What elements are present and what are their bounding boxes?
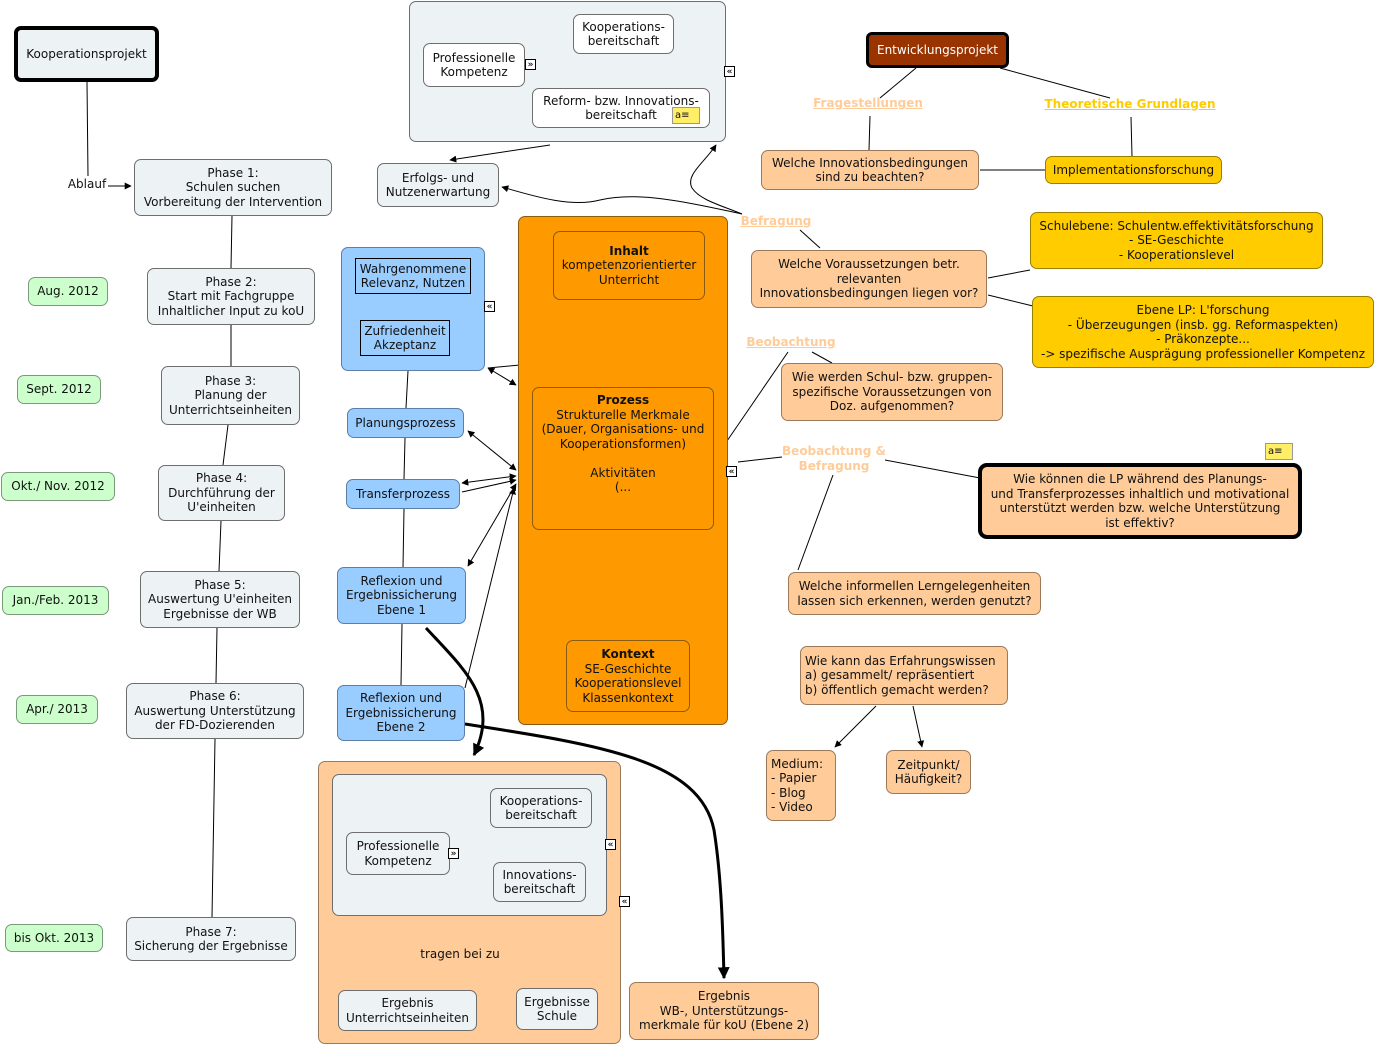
top-kooperationsbereitschaft[interactable]: Kooperations- bereitschaft [573, 14, 674, 54]
befragung-link[interactable]: Befragung [740, 214, 812, 228]
kontext-title: Kontext [601, 647, 655, 661]
main-research-question[interactable]: Wie können die LP während des Planungs- … [978, 463, 1302, 539]
inhalt-text: kompetenzorientierter Unterricht [561, 258, 697, 287]
collapse-icon[interactable]: « [619, 896, 630, 907]
reflexion-ebene-2-node[interactable]: Reflexion und Ergebnissicherung Ebene 2 [337, 685, 465, 741]
transferprozess-node[interactable]: Transferprozess [346, 479, 460, 509]
entwicklungsprojekt-node[interactable]: Entwicklungsprojekt [866, 32, 1009, 68]
bottom-innovationsbereitschaft[interactable]: Innovations- bereitschaft [493, 862, 586, 902]
date-apr-2013[interactable]: Apr./ 2013 [16, 695, 98, 724]
schulebene-node[interactable]: Schulebene: Schulentw.effektivitätsforsc… [1030, 212, 1323, 269]
note-icon[interactable]: a≡ [672, 107, 700, 124]
planungsprozess-node[interactable]: Planungsprozess [347, 408, 464, 438]
ablauf-label: Ablauf [67, 177, 107, 191]
theoretische-grundlagen-link[interactable]: Theoretische Grundlagen [1044, 97, 1216, 111]
expand-icon[interactable]: » [525, 59, 536, 70]
phase-1-node[interactable]: Phase 1: Schulen suchen Vorbereitung der… [134, 159, 332, 216]
erfolgs-nutzenerwartung-node[interactable]: Erfolgs- und Nutzenerwartung [377, 163, 499, 207]
zufriedenheit-akzeptanz-node[interactable]: Zufriedenheit Akzeptanz [360, 320, 450, 356]
prozess-title: Prozess [596, 393, 650, 407]
date-jan-feb-2013[interactable]: Jan./Feb. 2013 [2, 586, 109, 615]
phase-2-node[interactable]: Phase 2: Start mit Fachgruppe Inhaltlich… [147, 268, 315, 325]
date-aug-2012[interactable]: Aug. 2012 [28, 277, 108, 306]
beobachtung-befragung-link[interactable]: Beobachtung & Befragung [782, 444, 886, 473]
kooperationsprojekt-node[interactable]: Kooperationsprojekt [14, 26, 159, 82]
phase-4-node[interactable]: Phase 4: Durchführung der U'einheiten [158, 465, 285, 521]
collapse-icon[interactable]: « [605, 839, 616, 850]
informelle-lerngelegenheiten-question[interactable]: Welche informellen Lerngelegenheiten las… [788, 572, 1041, 615]
ergebnis-wb-node[interactable]: Ergebnis WB-, Unterstützungs- merkmale f… [629, 982, 819, 1040]
date-okt-nov-2012[interactable]: Okt./ Nov. 2012 [1, 472, 115, 501]
ebene-lp-node[interactable]: Ebene LP: L'forschung - Überzeugungen (i… [1032, 296, 1374, 368]
phase-6-node[interactable]: Phase 6: Auswertung Unterstützung der FD… [126, 683, 304, 739]
erfahrungswissen-question[interactable]: Wie kann das Erfahrungswissen a) gesamme… [800, 646, 1008, 705]
kontext-text: SE-Geschichte Kooperationslevel Klassenk… [574, 661, 682, 705]
voraussetzungen-question[interactable]: Welche Voraussetzungen betr. relevanten … [751, 250, 987, 308]
inhalt-node[interactable]: Inhalt kompetenzorientierter Unterricht [553, 231, 705, 300]
inhalt-title: Inhalt [609, 243, 649, 258]
tragen-bei-zu-label: tragen bei zu [420, 947, 500, 961]
zeitpunkt-node[interactable]: Zeitpunkt/ Häufigkeit? [886, 750, 971, 794]
phase-7-node[interactable]: Phase 7: Sicherung der Ergebnisse [126, 917, 296, 961]
ergebnisse-schule-node[interactable]: Ergebnisse Schule [516, 988, 598, 1030]
prozess-node[interactable]: Prozess Strukturelle Merkmale (Dauer, Or… [532, 387, 714, 530]
implementationsforschung-node[interactable]: Implementationsforschung [1045, 156, 1222, 184]
ergebnis-unterrichtseinheiten-node[interactable]: Ergebnis Unterrichtseinheiten [338, 990, 477, 1031]
schul-gruppen-question[interactable]: Wie werden Schul- bzw. gruppen- spezifis… [781, 363, 1003, 421]
date-bis-okt-2013[interactable]: bis Okt. 2013 [5, 924, 103, 952]
expand-icon[interactable]: » [448, 848, 459, 859]
phase-3-node[interactable]: Phase 3: Planung der Unterrichtseinheite… [161, 366, 300, 425]
innovationsbedingungen-question[interactable]: Welche Innovationsbedingungen sind zu be… [761, 150, 979, 190]
wahrgenommene-relevanz-node[interactable]: Wahrgenommene Relevanz, Nutzen [355, 258, 471, 294]
collapse-icon[interactable]: « [484, 301, 495, 312]
note-icon[interactable]: a≡ [1265, 443, 1293, 460]
bottom-professionelle-kompetenz[interactable]: Professionelle Kompetenz [346, 832, 450, 875]
medium-node[interactable]: Medium: - Papier - Blog - Video [766, 750, 836, 821]
kontext-node[interactable]: Kontext SE-Geschichte Kooperationslevel … [566, 640, 690, 712]
collapse-icon[interactable]: « [724, 66, 735, 77]
beobachtung-link[interactable]: Beobachtung [746, 335, 836, 349]
prozess-text: Strukturelle Merkmale (Dauer, Organisati… [541, 407, 705, 495]
top-professionelle-kompetenz[interactable]: Professionelle Kompetenz [423, 43, 525, 87]
collapse-icon[interactable]: « [726, 466, 737, 477]
date-sept-2012[interactable]: Sept. 2012 [17, 375, 101, 404]
phase-5-node[interactable]: Phase 5: Auswertung U'einheiten Ergebnis… [140, 571, 300, 628]
bottom-kooperationsbereitschaft[interactable]: Kooperations- bereitschaft [490, 788, 592, 828]
fragestellungen-link[interactable]: Fragestellungen [813, 96, 923, 110]
reflexion-ebene-1-node[interactable]: Reflexion und Ergebnissicherung Ebene 1 [337, 567, 466, 624]
